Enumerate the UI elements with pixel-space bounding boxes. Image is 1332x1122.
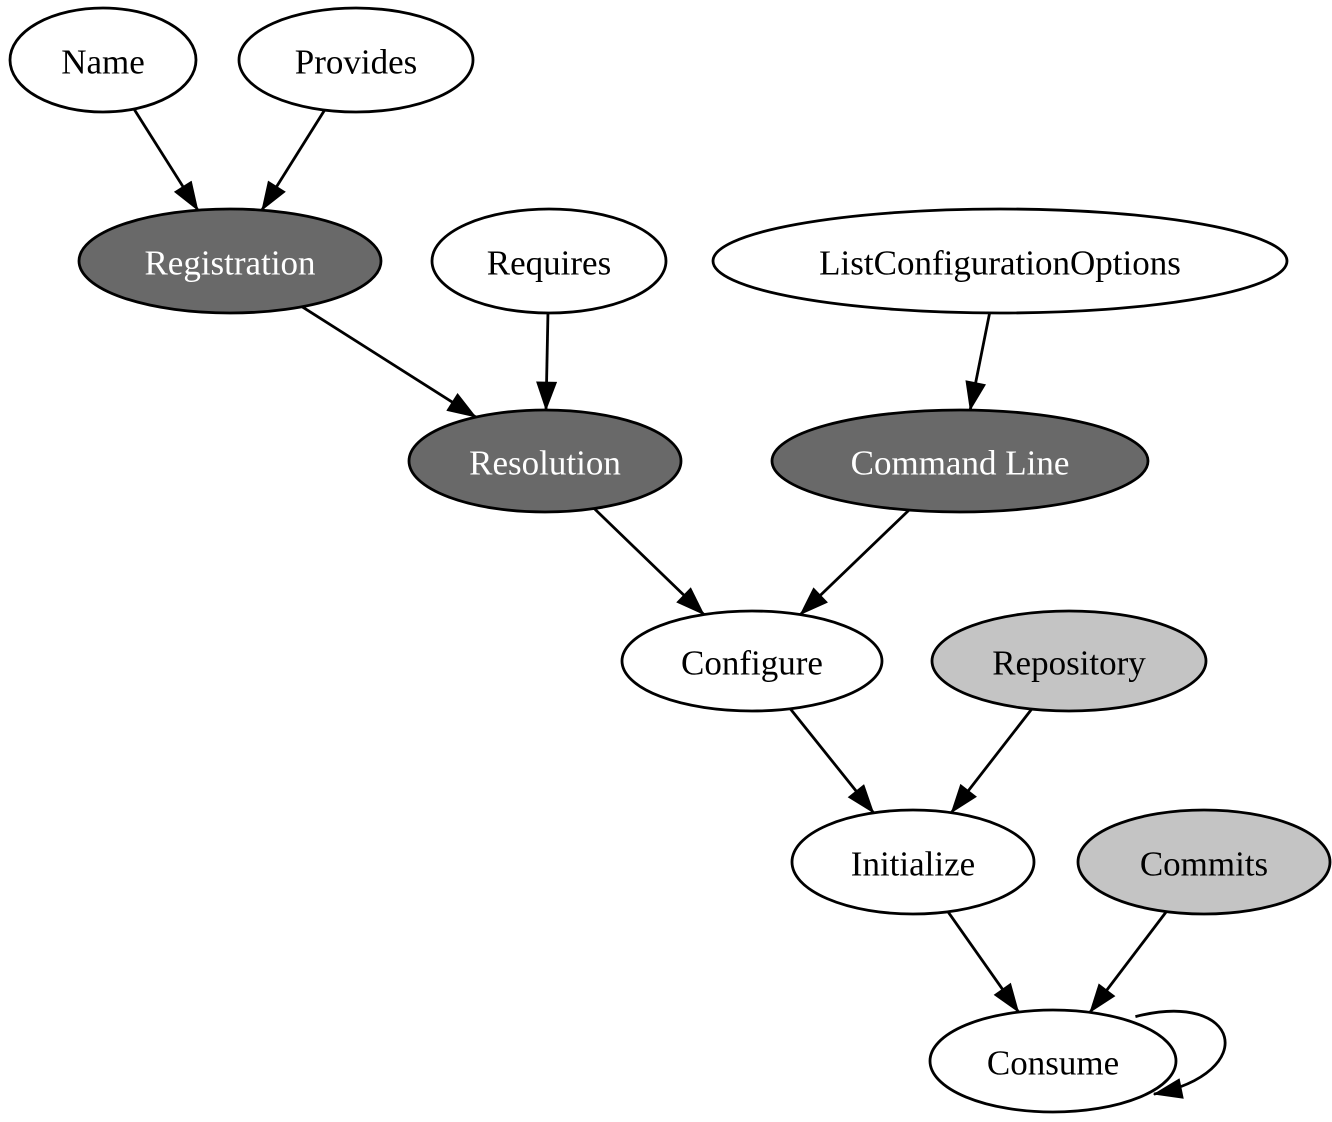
node-Configure-label: Configure xyxy=(681,644,823,683)
node-Configure-ellipse xyxy=(620,609,884,713)
edge-Initialize-Consume xyxy=(946,910,1020,1013)
node-Commits: Commits xyxy=(1076,808,1332,916)
edge-Requires-Resolution xyxy=(536,312,558,412)
node-CommandLine-label: Command Line xyxy=(851,444,1070,483)
edge-CommandLine-Configure xyxy=(799,509,910,616)
edge-ListConfigurationOptions-CommandLine xyxy=(965,312,991,412)
node-Commits-ellipse xyxy=(1076,808,1332,916)
edge-Registration-Resolution xyxy=(301,305,477,419)
node-Resolution-label: Resolution xyxy=(469,444,621,483)
node-Repository: Repository xyxy=(930,609,1208,713)
node-Consume-ellipse xyxy=(928,1008,1178,1114)
node-Name-label: Name xyxy=(61,43,145,82)
node-Repository-label: Repository xyxy=(992,644,1146,683)
node-Registration-label: Registration xyxy=(144,244,315,283)
node-Provides-ellipse xyxy=(237,6,475,114)
node-Provides-label: Provides xyxy=(295,43,418,82)
node-ListConfigurationOptions-ellipse xyxy=(711,207,1289,315)
edge-Commits-Consume xyxy=(1088,910,1168,1014)
node-Name-ellipse xyxy=(8,6,198,114)
node-CommandLine: Command Line xyxy=(770,408,1150,514)
node-Initialize-label: Initialize xyxy=(851,845,975,884)
node-Resolution-ellipse xyxy=(407,408,683,514)
node-Registration-ellipse xyxy=(77,207,383,315)
node-Initialize: Initialize xyxy=(790,808,1036,916)
node-Requires-ellipse xyxy=(430,207,668,315)
node-Resolution: Resolution xyxy=(407,408,683,514)
node-CommandLine-ellipse xyxy=(770,408,1150,514)
edge-Configure-Initialize xyxy=(789,707,875,814)
edge-Name-Registration xyxy=(132,108,200,212)
node-Provides: Provides xyxy=(237,6,475,114)
edge-Resolution-Configure xyxy=(593,507,705,616)
node-Consume-label: Consume xyxy=(987,1044,1119,1083)
node-Requires: Requires xyxy=(430,207,668,315)
node-Requires-label: Requires xyxy=(487,244,611,283)
node-Registration: Registration xyxy=(77,207,383,315)
node-ListConfigurationOptions: ListConfigurationOptions xyxy=(711,207,1289,315)
node-Configure: Configure xyxy=(620,609,884,713)
node-Commits-label: Commits xyxy=(1140,845,1268,884)
node-Initialize-ellipse xyxy=(790,808,1036,916)
node-Consume: Consume xyxy=(928,1008,1178,1114)
node-ListConfigurationOptions-label: ListConfigurationOptions xyxy=(819,244,1181,283)
edge-Provides-Registration xyxy=(260,109,326,212)
edge-Consume-self-loop xyxy=(1135,1010,1227,1099)
node-Repository-ellipse xyxy=(930,609,1208,713)
node-Name: Name xyxy=(8,6,198,114)
edge-Repository-Initialize xyxy=(950,708,1033,814)
